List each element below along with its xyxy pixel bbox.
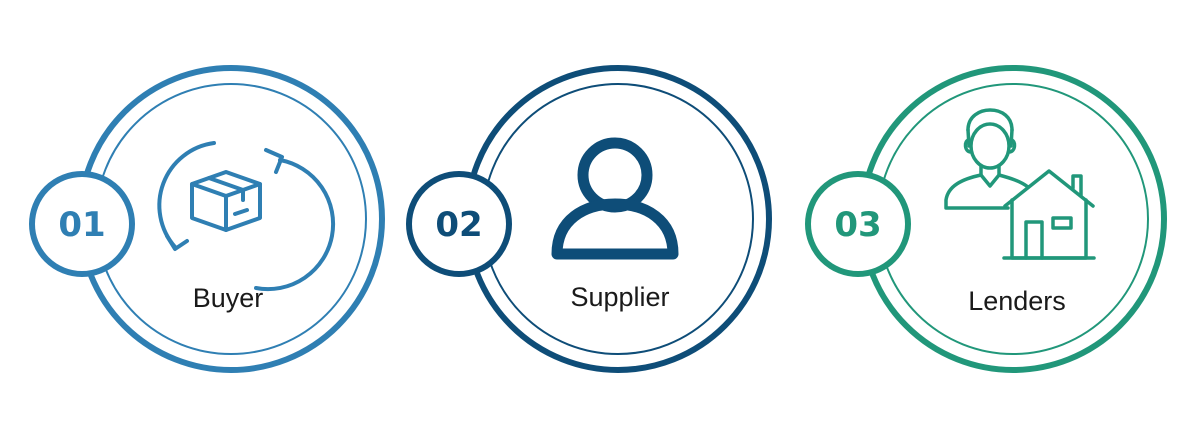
- step-supplier-outer-ring: [464, 65, 772, 373]
- step-supplier-number: 02: [435, 205, 482, 245]
- step-buyer-label: Buyer: [193, 283, 264, 313]
- step-supplier-number-badge: [406, 171, 512, 277]
- user-icon: [551, 137, 679, 260]
- step-buyer-number-badge: [29, 171, 135, 277]
- step-supplier: 02 Supplier: [406, 65, 772, 373]
- step-buyer: 01 Buyer: [29, 65, 385, 373]
- person-house-icon: [944, 108, 1096, 260]
- step-lenders: 03 Lenders: [805, 65, 1167, 373]
- package-cycle-icon: [157, 141, 336, 292]
- step-lenders-number: 03: [834, 205, 881, 245]
- step-lenders-number-badge: [805, 171, 911, 277]
- step-supplier-label: Supplier: [570, 282, 669, 312]
- step-lenders-label: Lenders: [968, 286, 1066, 316]
- step-buyer-number: 01: [58, 205, 105, 245]
